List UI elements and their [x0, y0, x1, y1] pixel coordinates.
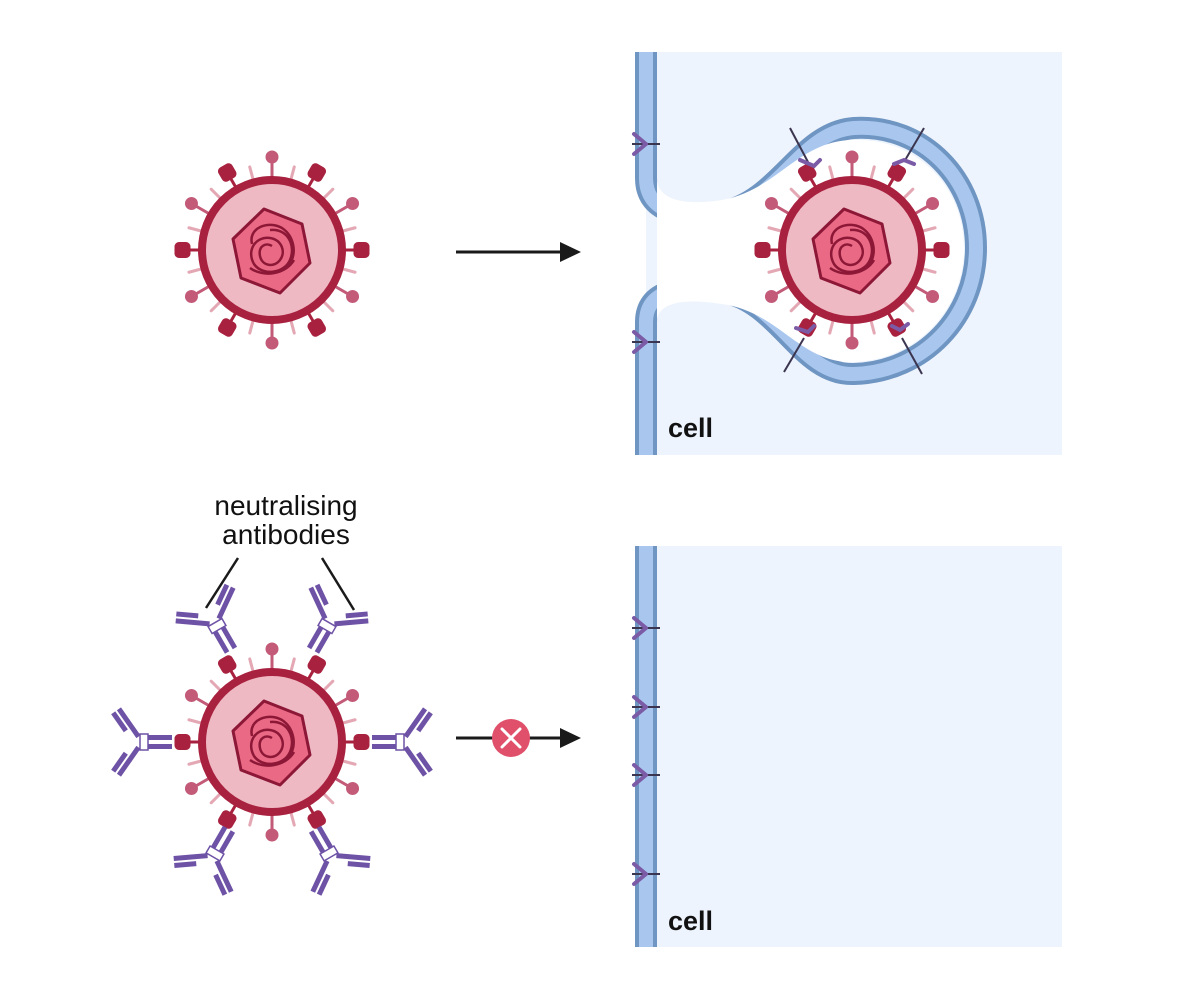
arrow-blocked: [456, 719, 581, 757]
virus-particle-free: [176, 152, 368, 348]
antibodies-label-pointers: [204, 557, 356, 611]
cell-label-bottom: cell: [668, 906, 713, 936]
cell-interior-bottom: [646, 546, 1062, 947]
antibodies-label-line1: neutralising: [214, 490, 357, 521]
arrow-infection: [456, 242, 581, 262]
bottom-panel: neutralising antibodies: [110, 490, 1062, 947]
cell-label-top: cell: [668, 413, 713, 443]
virus-particle-neutralised: [176, 644, 368, 840]
antibodies-label-line2: antibodies: [222, 519, 350, 550]
top-panel: cell: [176, 52, 1062, 455]
receptors-bound: [783, 127, 925, 375]
cross-icon: [500, 727, 522, 749]
